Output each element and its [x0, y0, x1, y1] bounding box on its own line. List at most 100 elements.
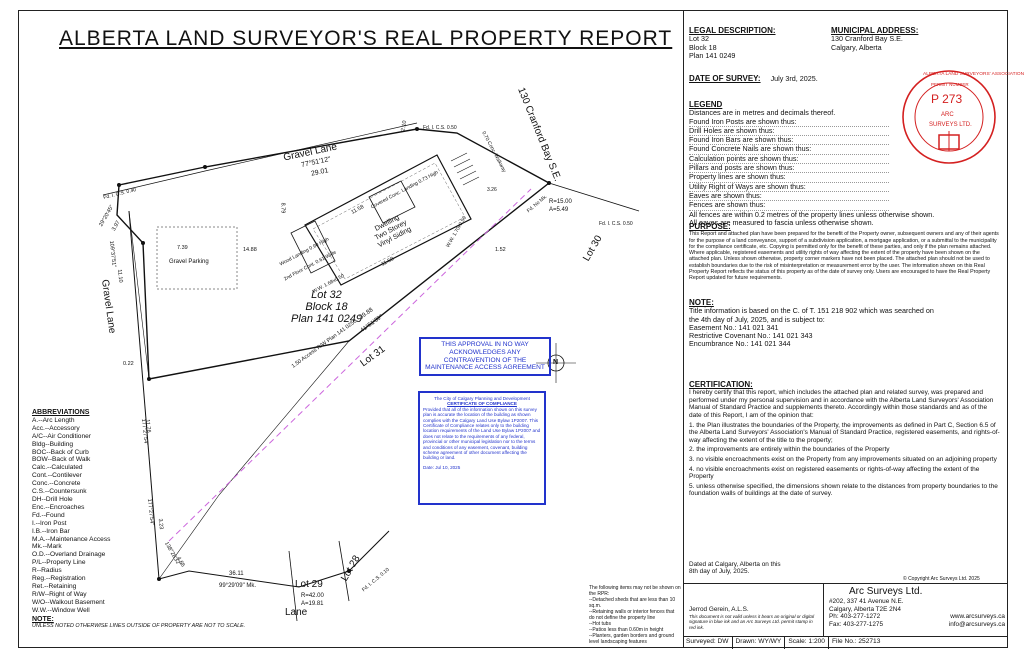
street-lane: Lane [285, 607, 308, 618]
certification-item: 4. no visible encroachments exist on reg… [689, 465, 980, 481]
date-of-survey: DATE OF SURVEY: July 3rd, 2025. [689, 74, 818, 83]
abbreviation-item: P/L--Property Line [32, 559, 86, 567]
lane-bottom-line [158, 530, 390, 588]
certificate-body: Provided that all of the information sho… [423, 406, 541, 461]
not-shown-item: --Detached sheds that are less than 10 s… [589, 597, 676, 609]
not-shown-item: --Planters, garden borders and ground le… [589, 633, 675, 645]
access-row-line [168, 188, 532, 542]
survey-markers [117, 127, 551, 581]
legend-item: Calculation points are shown thus: [689, 154, 889, 165]
dated: Dated at Calgary, Alberta on this 8th da… [689, 561, 781, 576]
abbreviation-item: Reg.--Registration [32, 575, 86, 583]
wood-landing-outline [290, 220, 336, 274]
abbreviation-item: Conc.--Concrete [32, 480, 81, 488]
dist-022: 0.22 [123, 361, 134, 367]
abbreviation-item: BOW--Back of Walk [32, 456, 91, 464]
abbreviation-item: A/C--Air Conditioner [32, 432, 91, 440]
abbreviation-item: BOC--Back of Curb [32, 448, 89, 456]
dist-bottom: 36.11 [229, 571, 244, 577]
legend-item: Drill Holes are shown thus: [689, 126, 889, 137]
municipal-address: MUNICIPAL ADDRESS: 130 Cranford Bay S.E.… [831, 26, 919, 52]
abbreviation-item: Enc.--Encroaches [32, 503, 85, 511]
lot-29-label: Lot 29 [295, 579, 323, 590]
company-block: Arc Surveys Ltd. #202, 337 41 Avenue N.E… [829, 586, 1005, 628]
certificate-date: Date: Jul 10, 2025 [423, 464, 461, 470]
stamp-name-1: ARC [941, 112, 954, 118]
legend: LEGEND Distances are in metres and decim… [689, 100, 935, 227]
stamp-number: P 273 [931, 92, 963, 106]
abbreviation-item: Fd.--Found [32, 511, 65, 519]
dwelling-outline [304, 154, 472, 286]
gravel-parking-label: Gravel Parking [169, 259, 209, 265]
certificate-of-compliance: The City of Calgary Planning and Develop… [418, 391, 546, 505]
stamp-icon [902, 70, 996, 164]
abbreviation-item: R--Radius [32, 567, 62, 575]
gravel-lane-top-line [102, 122, 418, 196]
abbreviation-item: I.--Iron Post [32, 519, 67, 527]
abbreviation-item: Acc.--Accessory [32, 424, 80, 432]
certification: CERTIFICATION: I hereby certify that thi… [689, 380, 1000, 498]
approval-notice: THIS APPROVAL IN NO WAY ACKNOWLEDGES ANY… [419, 337, 551, 377]
arc-19: A=19.81 [301, 601, 324, 607]
certificate-title: CERTIFICATE OF COMPLIANCE [447, 401, 517, 407]
abbreviation-item: Cont.--Contilever [32, 472, 82, 480]
permit-stamp: ALBERTA LAND SURVEYORS' ASSOCIATION PERM… [901, 69, 1024, 165]
legend-item: Found Concrete Nails are shown thus: [689, 145, 889, 155]
copyright: © Copyright Arc Surveys Ltd. 2025 [903, 576, 980, 582]
abbreviation-item: Mk.--Mark [32, 543, 62, 551]
dist-739: 7.39 [177, 245, 188, 251]
abbreviations-note: UNLESS NOTED OTHERWISE LINES OUTSIDE OF … [32, 623, 246, 630]
covered-landing-outline [368, 180, 416, 224]
company-name: Arc Surveys Ltd. [849, 586, 923, 597]
certification-item: 5. unless otherwise specified, the dimen… [689, 482, 998, 498]
abbreviation-item: A.--Arc Length [32, 416, 75, 424]
signature-block: Jerrod Gerein, A.L.S. This document is n… [683, 584, 824, 636]
abbreviations-heading: ABBREVIATIONS [32, 409, 90, 416]
abbreviation-item: O.D.--Overland Drainage [32, 551, 106, 559]
title-note: NOTE: Title information is based on the … [689, 298, 934, 349]
gravel-parking-area [156, 226, 238, 290]
survey-plan: ALBERTA LAND SURVEYOR'S REAL PROPERTY RE… [19, 11, 684, 647]
certification-item: 3. no visible encroachments exist on the… [689, 456, 997, 464]
fd-ics-3: Fd. I. C.S. 0.50 [599, 221, 633, 227]
left-dist: 11.10 [115, 269, 124, 283]
arc-549: A=5.49 [549, 207, 569, 213]
plan-drawing [102, 122, 640, 622]
dist-1488: 14.88 [243, 247, 257, 253]
north-label: N [553, 359, 559, 366]
dist-326: 3.26 [487, 187, 497, 193]
dist-152: 1.52 [495, 247, 506, 253]
certificate-org: The City of Calgary Planning and Develop… [434, 396, 530, 401]
abbreviation-item: Ret.--Retaining [32, 582, 77, 590]
left-boundary-line [128, 210, 160, 580]
abbreviation-item: I.B.--Iron Bar [32, 527, 70, 535]
legend-item: Found Iron Posts are shown thus: [689, 117, 889, 127]
report-sidebar: LEGAL DESCRIPTION: Lot 32 Block 18 Plan … [683, 11, 1024, 649]
bearing-bottom: 99°29'09" Mk. [219, 583, 257, 589]
title-block: Jerrod Gerein, A.L.S. This document is n… [683, 583, 1007, 649]
stamp-ring-text: ALBERTA LAND SURVEYORS' ASSOCIATION [923, 72, 1024, 77]
abbreviation-item: R/W--Right of Way [32, 590, 87, 598]
not-shown-list: The following items may not be shown on … [589, 585, 681, 645]
abbreviation-item: Bldg--Building [32, 440, 74, 448]
radius-15: R=15.00 [549, 199, 572, 205]
abbreviation-item: W/O--Walkout Basement [32, 598, 105, 606]
not-shown-item: --Retaining walls or interior fences tha… [589, 609, 675, 621]
dist-879: 8.79 [279, 202, 286, 214]
signature-note: This document is not valid unless it bea… [689, 614, 815, 630]
report-sheet: ALBERTA LAND SURVEYOR'S REAL PROPERTY RE… [18, 10, 1024, 649]
legend-item: Found Iron Bars are shown thus: [689, 135, 889, 146]
abbreviation-item: W.W.--Window Well [32, 606, 90, 614]
not-shown-item: --Hot tubs [589, 621, 611, 627]
abbreviation-item: C.S.--Countersunk [32, 488, 87, 496]
abbreviations-note-heading: NOTE: [32, 615, 54, 623]
purpose: PURPOSE: This Report and attached plan h… [689, 222, 999, 282]
main-lot-label: Lot 32 Block 18 Plan 141 0249 [291, 289, 362, 325]
north-arrow-icon [536, 343, 576, 383]
walkway-steps [450, 152, 480, 186]
legend-item: Eaves are shown thus: [689, 191, 889, 202]
stamp-name-2: SURVEYS LTD. [929, 122, 972, 128]
abbreviation-item: M.A.--Maintenance Access [32, 535, 111, 543]
